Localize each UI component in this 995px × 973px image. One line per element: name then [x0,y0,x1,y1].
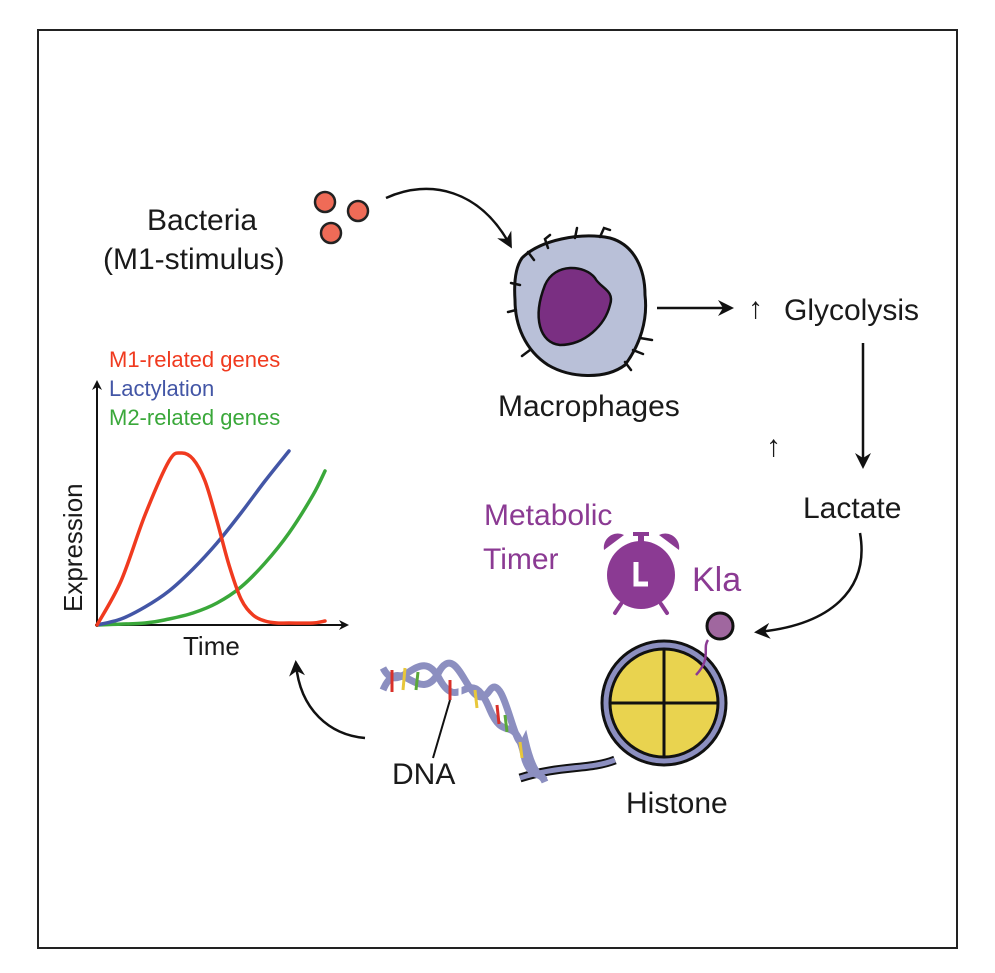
glycolysis-label: Glycolysis [784,294,920,327]
metabolic-label: Metabolic [484,499,613,532]
kla-label: Kla [692,561,742,599]
increase-arrow: ↑ [766,430,781,463]
dna-label: DNA [392,758,456,791]
macrophages-label: Macrophages [498,390,680,423]
chart-y-label: Expression [58,483,88,612]
bacteria-icon [313,190,370,245]
series-line-m1-related-genes [95,451,327,627]
glycolysis-up-arrow: ↑ [748,292,763,325]
alarm-clock-icon [603,532,680,615]
legend-lactylation: Lactylation [109,376,215,401]
legend-m1: M1-related genes [109,347,281,372]
figure-frame [37,29,958,949]
dna-helix-icon [379,659,549,784]
series-line-lactylation [95,449,291,627]
histone-icon [600,639,728,767]
arrow-bacteria-to-macrophage [385,187,512,249]
lactate-label: Lactate [803,492,902,525]
arrow-lactate-to-kla [754,532,863,639]
macrophage-icon [506,226,654,377]
dna-pointer-line [432,699,451,759]
series-line-m2-related-genes [95,469,327,627]
legend-m2: M2-related genes [109,405,281,430]
arrow-dna-to-chart [289,660,366,740]
expression-chart [92,380,349,630]
chart-x-label: Time [183,631,240,661]
bacteria-label: Bacteria [147,204,258,237]
bacteria-sublabel: (M1-stimulus) [103,243,285,276]
timer-label: Timer [483,543,559,576]
histone-label: Histone [626,787,728,820]
kla-bead-icon [695,611,735,676]
